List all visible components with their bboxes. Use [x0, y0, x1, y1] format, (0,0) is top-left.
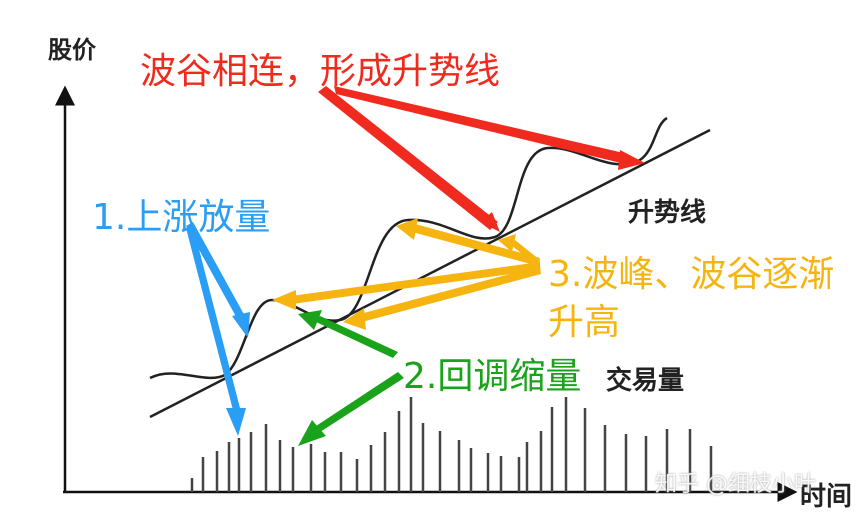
- rise-volume-label: 1.上涨放量: [92, 197, 271, 238]
- price-curve: [149, 116, 668, 380]
- volume-bars: [190, 397, 713, 492]
- red-arrow-head: [618, 150, 645, 170]
- trend-line: [149, 128, 711, 419]
- green-arrows: [298, 310, 404, 446]
- watermark: 知乎 @细枝小叶: [655, 472, 816, 497]
- volume-label: 交易量: [606, 366, 685, 396]
- trendline-label: 升势线: [628, 198, 707, 228]
- blue-arrows: [186, 222, 250, 436]
- rising-peaks-label-1: 3.波峰、波谷逐渐: [548, 254, 835, 295]
- y-axis-label: 股价: [48, 36, 96, 64]
- rising-peaks-label-2: 升高: [548, 302, 621, 343]
- red-arrow: [318, 86, 498, 230]
- red-arrows: [318, 86, 645, 232]
- red-arrow: [334, 86, 628, 164]
- red-arrow-head: [480, 212, 500, 232]
- orange-arrows: [272, 218, 541, 330]
- pullback-volume-label: 2.回调缩量: [403, 356, 582, 397]
- x-axis-label: 时间: [800, 482, 853, 512]
- trendline-caption: 波谷相连，形成升势线: [140, 51, 501, 92]
